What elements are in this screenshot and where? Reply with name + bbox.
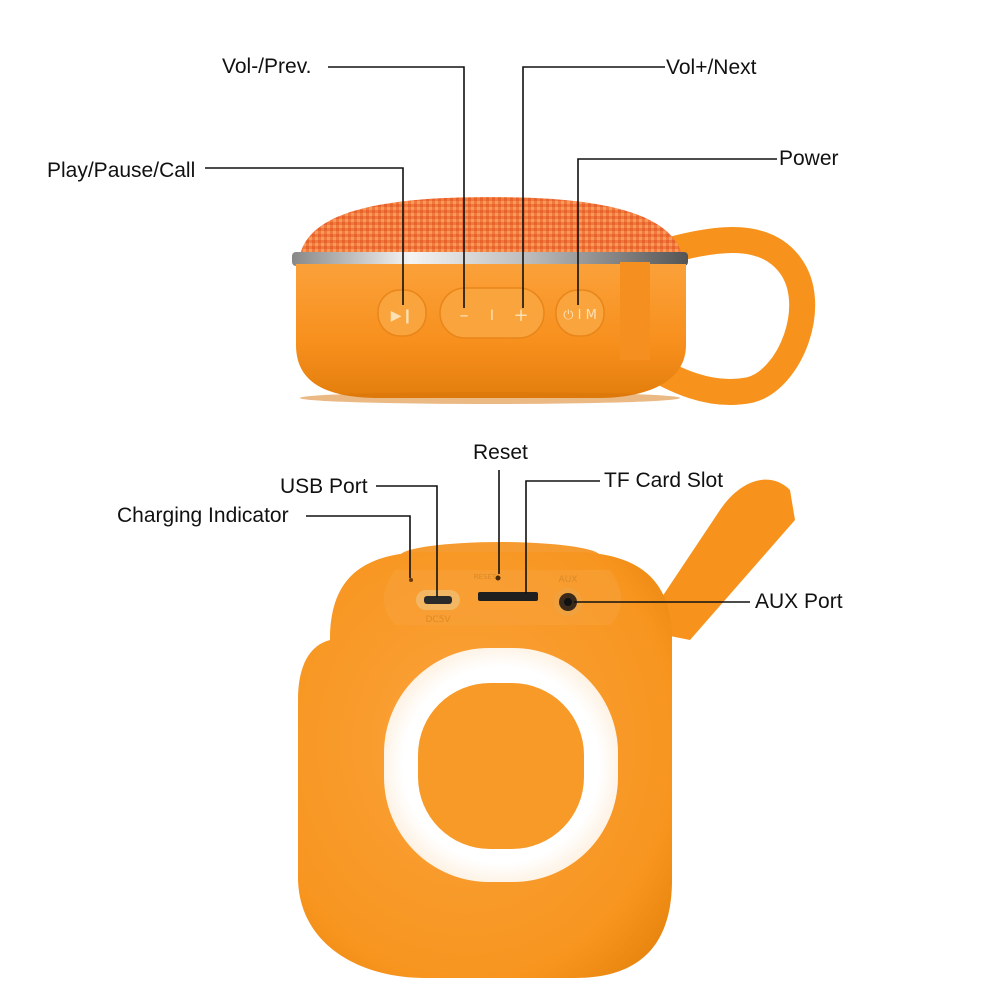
speaker-side-view: ▶❙ – I + ⏻ I M [292,197,816,405]
label-play-pause-call: Play/Pause/Call [47,159,196,182]
aux-port[interactable] [554,588,582,616]
power-icon: ⏻ I M [563,308,597,323]
reset-marking: RESET [474,573,497,581]
back-strap [640,479,795,640]
volume-rocker-button[interactable]: – I + [439,287,545,339]
base-shadow [300,392,680,404]
label-vol-minus-prev: Vol-/Prev. [222,55,312,78]
leader-vol-plus [522,66,665,308]
label-usb-port: USB Port [280,475,368,498]
speaker-back-view: DC5V RESET AUX [298,479,795,978]
power-button[interactable]: ⏻ I M [555,289,605,337]
label-charging-indicator: Charging Indicator [117,504,289,527]
leader-vol-minus [328,66,465,308]
label-power: Power [779,147,839,170]
label-vol-plus-next: Vol+/Next [666,56,757,79]
chrome-rim [292,252,688,266]
strap-attach [620,262,650,360]
divider-mark: I [490,308,494,324]
label-reset: Reset [473,441,528,464]
strap-loop [617,227,816,405]
leader-tf-card [525,480,600,594]
label-tf-card-slot: TF Card Slot [604,469,724,492]
minus-icon: – [460,305,469,326]
leader-play-pause [205,167,404,305]
fabric-grille [300,197,682,255]
leader-lines [205,66,777,603]
label-aux-port: AUX Port [755,590,843,613]
reset-hole[interactable] [495,575,501,581]
ring-center [418,683,584,849]
play-pause-icon: ▶❙ [391,308,414,324]
leader-usb [376,485,438,597]
dc-marking: DC5V [425,615,451,625]
tf-card-slot[interactable] [478,592,538,601]
aux-marking: AUX [559,575,578,585]
plus-icon: + [513,305,528,326]
usb-port[interactable] [416,590,460,610]
leader-power [577,158,777,305]
charging-indicator-led [409,578,413,582]
play-pause-button[interactable]: ▶❙ [377,289,427,337]
leader-charging [306,515,411,578]
